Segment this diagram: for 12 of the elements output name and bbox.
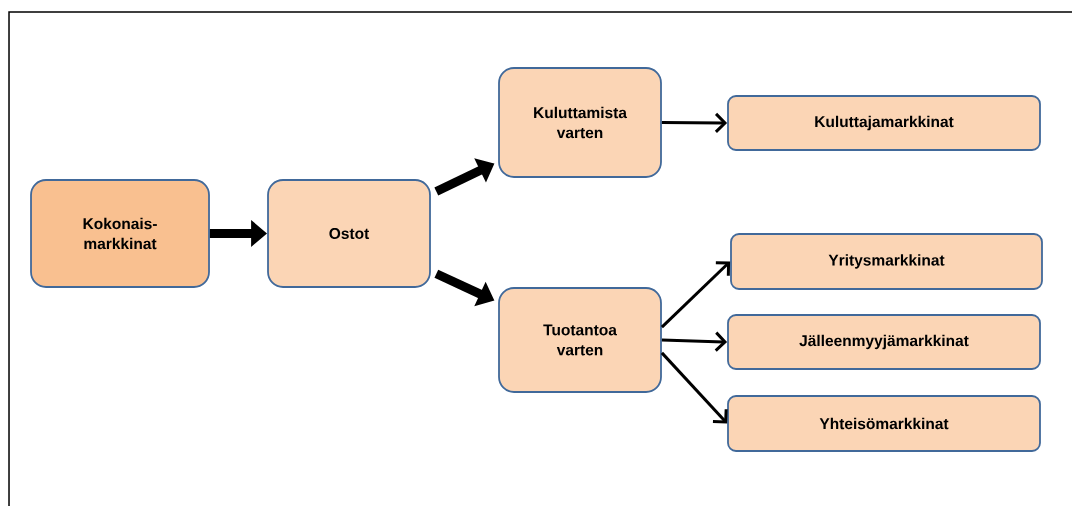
process-box: Kuluttajamarkkinat xyxy=(727,95,1041,151)
process-box: Yritysmarkkinat xyxy=(730,233,1043,290)
arrow xyxy=(660,261,731,329)
process-box: Tuotantoa varten xyxy=(498,287,662,393)
process-box: Kokonais- markkinat xyxy=(30,179,210,288)
process-box: Ostot xyxy=(267,179,431,288)
arrow xyxy=(661,112,728,133)
arrow xyxy=(661,331,728,352)
arrow xyxy=(660,351,728,424)
process-box: Yhteisömarkkinat xyxy=(727,395,1041,452)
process-box: Kuluttamista varten xyxy=(498,67,662,178)
process-box: Jälleenmyyjämarkkinat xyxy=(727,314,1041,370)
